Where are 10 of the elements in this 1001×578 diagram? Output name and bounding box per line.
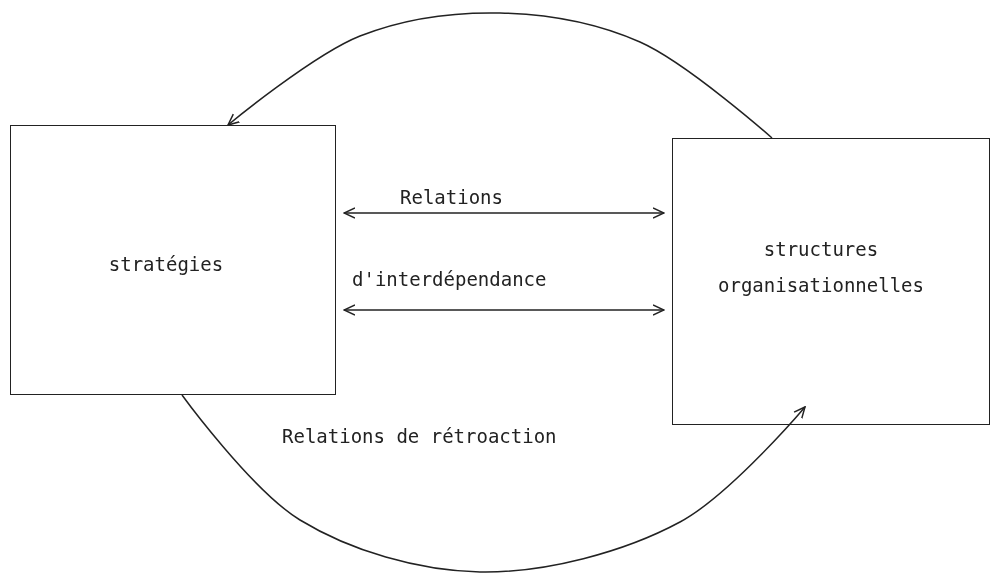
arrow — [181, 394, 806, 573]
arrow — [227, 12, 773, 139]
process-box — [672, 138, 990, 425]
node-label: stratégies — [107, 252, 225, 277]
arrow — [343, 207, 665, 219]
annotation-text: Relations de rétroaction — [282, 425, 557, 447]
node-label: structures organisationnelles — [717, 237, 925, 299]
process-box — [10, 125, 336, 395]
arrow — [343, 304, 665, 316]
edge-label: d'interdépendance — [352, 268, 547, 290]
